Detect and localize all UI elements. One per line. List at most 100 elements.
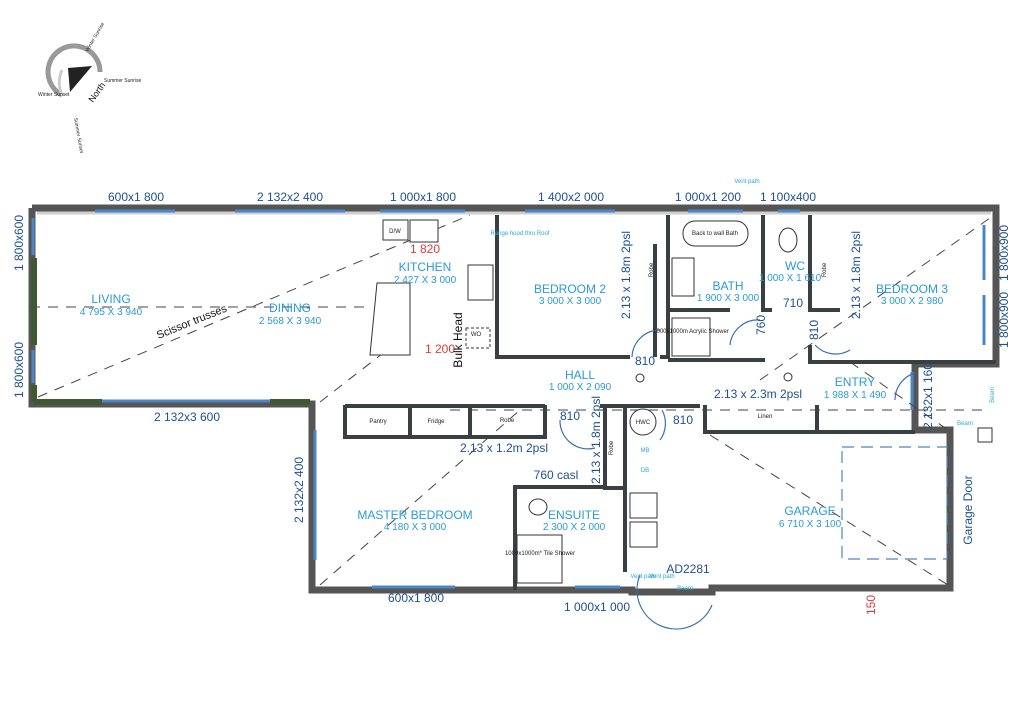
scissor-trusses-note: Scissor trusses [155, 303, 229, 342]
wo-label: WO [471, 332, 482, 338]
room-name: LIVING [91, 292, 130, 306]
slider-label: 2.13 x 1.8m 2psl [589, 396, 603, 484]
beam-label: Beam [990, 387, 996, 403]
window-label: 2 132x2 400 [292, 457, 306, 523]
slider-labels: 2.13 x 1.8m 2psl 2.13 x 1.8m 2psl 2.13 x… [460, 231, 863, 484]
window-labels: 600x1 800 2 132x2 400 1 000x1 800 1 400x… [12, 190, 1011, 614]
room-name: MASTER BEDROOM [357, 508, 472, 522]
robe-label: Robe [649, 262, 655, 277]
meter-box-label: MB [641, 448, 650, 454]
pantry-label: Pantry [369, 419, 386, 425]
room-name: GARAGE [784, 504, 835, 518]
door-label: 760 casl [534, 468, 579, 482]
dw-label: D/W [389, 229, 401, 235]
toilet-icon [528, 498, 548, 516]
door-label: 760 [754, 315, 768, 335]
doors [559, 319, 916, 630]
interior-walls [343, 215, 996, 590]
dishwasher [382, 219, 409, 241]
kitchen-island [369, 282, 411, 356]
window-label: 1 800x600 [12, 342, 26, 398]
door-label: 810 [635, 354, 655, 368]
hwc-label: HWC [636, 420, 651, 426]
window-label: 1 800x600 [12, 215, 26, 271]
beam-post-icon [977, 427, 993, 443]
linen-label: Linen [758, 414, 773, 420]
slider-label: 2.13 x 1.8m 2psl [849, 231, 863, 319]
vent-label: Vent path [630, 574, 655, 580]
vanity-icon [671, 257, 695, 297]
window-label: 2 132x1 160 [921, 363, 935, 429]
sink-icon [409, 219, 439, 243]
door-labels: 810 810 810 810 710 760 760 casl [534, 296, 821, 482]
room-labels: LIVING 4 795 X 3 940 DINING 2 568 X 3 94… [80, 259, 948, 533]
truss-lines [30, 214, 991, 586]
compass-label: Summer Sunset [72, 117, 84, 154]
slider-label: 2.13 x 1.2m 2psl [460, 441, 548, 455]
fridge-label: Fridge [427, 419, 445, 425]
room-dims: 2 568 X 3 940 [259, 316, 322, 327]
room-name: DINING [269, 301, 311, 315]
window-label: 600x1 800 [108, 190, 164, 204]
window-label: 1 100x400 [760, 190, 816, 204]
room-name: BEDROOM 2 [534, 282, 606, 296]
bath-label: Back to wall Bath [692, 231, 738, 237]
kitchen-bench-dimension: 1 820 [410, 242, 440, 256]
ad-label: AD2281 [666, 562, 710, 576]
beam-label: Beam [957, 421, 973, 427]
room-name: BATH [712, 279, 743, 293]
tile-shower-icon [516, 534, 563, 584]
beam-label: Beam [677, 586, 693, 592]
toilet-icon [778, 227, 798, 253]
compass-label: Winter Sunset [38, 92, 70, 98]
window-label: 1 800x900 [997, 292, 1011, 348]
smoke-detector-icon [783, 372, 793, 382]
compass-rose: North Winter Sunrise Summer Sunrise Wint… [38, 21, 141, 154]
washer-icon [629, 521, 658, 548]
north-arrow-icon [68, 66, 92, 92]
window-label: 2 132x2 400 [257, 190, 323, 204]
window-label: 1 000x1 800 [390, 190, 456, 204]
shower-label: 1000x1000m Acrylic Shower [653, 329, 729, 335]
room-name: ENTRY [835, 375, 875, 389]
room-name: WC [785, 259, 805, 273]
smoke-detector-icon [635, 373, 645, 383]
robe-label: Robe [500, 418, 515, 424]
wall-oven [465, 327, 491, 349]
room-dims: 4 180 X 3 000 [384, 522, 447, 533]
room-name: ENSUITE [548, 508, 600, 522]
robe-label: Robe [822, 262, 828, 277]
rangehood-label: Range hood thru Roof [490, 231, 549, 237]
room-name: KITCHEN [399, 260, 452, 274]
hot-water-cylinder-icon [629, 408, 657, 436]
window-label: 1 000x1 200 [675, 190, 741, 204]
slider-label: 2.13 x 1.8m 2psl [619, 231, 633, 319]
room-dims: 4 795 X 3 940 [80, 307, 143, 318]
window-label: 2 132x3 600 [154, 410, 220, 424]
compass-label: Summer Sunrise [104, 78, 141, 84]
window-label: 600x1 800 [388, 591, 444, 605]
door-label: 710 [783, 296, 803, 310]
tile-shower-label: 1000x1000m* Tile Shower [505, 551, 575, 557]
room-dims: 1 900 X 3 000 [697, 293, 760, 304]
windows [31, 209, 986, 589]
window-label: 1 800x900 [997, 225, 1011, 281]
vent-label: Vent path [649, 574, 674, 580]
room-dims: 3 000 X 3 000 [539, 296, 602, 307]
door-label: 810 [807, 320, 821, 340]
vent-label: Vent path [734, 179, 759, 185]
room-dims: 2 300 X 2 000 [543, 522, 606, 533]
slider-label: 2.13 x 2.3m 2psl [714, 387, 802, 401]
door-label: 810 [560, 409, 580, 423]
room-dims: 2 427 X 3 000 [394, 275, 457, 286]
room-dims: 1 988 X 1 490 [824, 390, 887, 401]
robe-label: Robe [609, 440, 615, 455]
room-name: HALL [565, 368, 595, 382]
distribution-board-label: DB [641, 468, 649, 474]
cooktop-icon [467, 264, 494, 301]
room-dims: 1 000 X 1 610 [759, 273, 822, 284]
slab-dimension: 150 [864, 595, 878, 615]
kitchen-bench-dimension: 1 200 [425, 342, 455, 356]
room-dims: 3 000 X 2 980 [881, 296, 944, 307]
garage-door-label: Garage Door [961, 475, 975, 544]
